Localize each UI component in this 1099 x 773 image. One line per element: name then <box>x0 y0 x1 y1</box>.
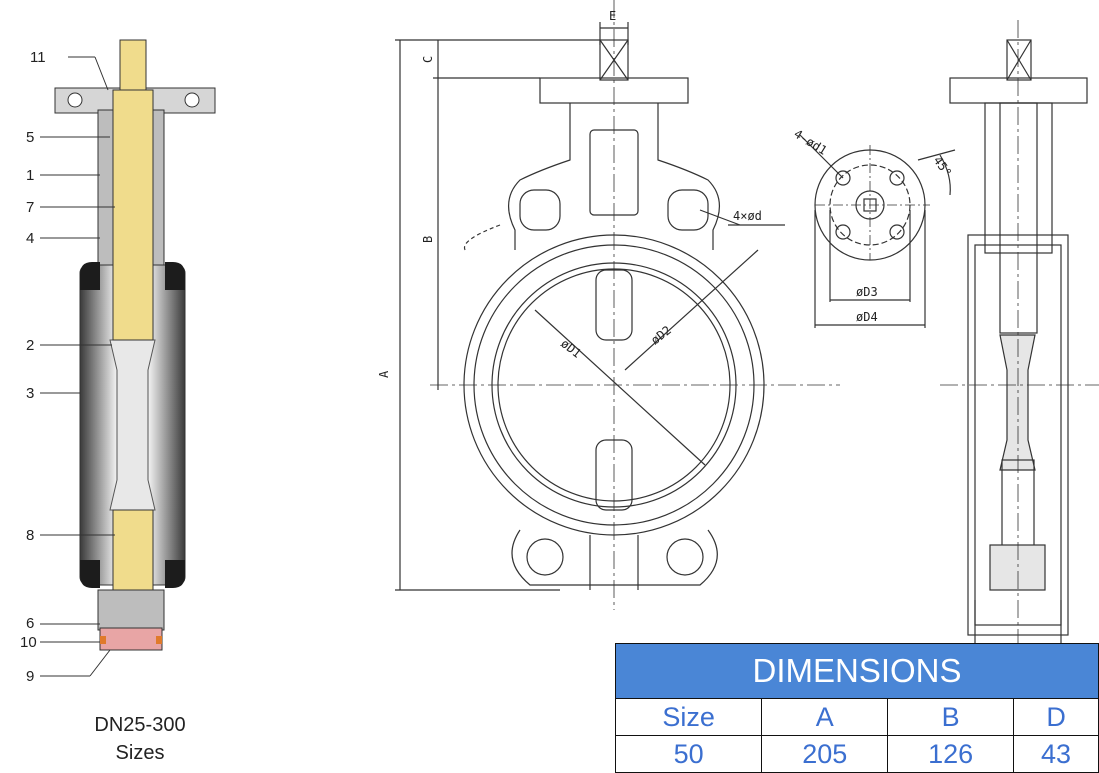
side-section-view <box>940 20 1099 665</box>
part-number-2: 2 <box>26 337 34 354</box>
dim-label-holes: 4×ød <box>733 209 762 223</box>
dim-label-d4: øD4 <box>856 310 878 324</box>
header-a: A <box>761 698 889 736</box>
part-number-4: 4 <box>26 230 34 247</box>
part-number-5: 5 <box>26 129 34 146</box>
top-flange-view <box>799 134 956 328</box>
part-number-3: 3 <box>26 385 34 402</box>
header-b: B <box>887 698 1015 736</box>
dim-label-d1-holes: 4-ød1 <box>791 127 829 158</box>
part-number-7: 7 <box>26 199 34 216</box>
dimensions-table: DIMENSIONS Size A B D 50 205 126 43 <box>614 643 1099 773</box>
header-d: D <box>1013 698 1099 736</box>
table-title: DIMENSIONS <box>615 643 1099 699</box>
dim-label-b: B <box>421 236 435 243</box>
dim-label-angle: 45° <box>931 154 955 180</box>
dim-label-d2: øD2 <box>648 323 674 347</box>
part-number-8: 8 <box>26 527 34 544</box>
caption-size-range: DN25-300 <box>94 714 186 736</box>
caption-sizes: Sizes <box>115 742 165 764</box>
table-header-row: Size A B D <box>614 698 1099 736</box>
part-number-labels: 11 5 1 7 4 2 3 8 6 10 9 <box>20 49 46 685</box>
left-section-view <box>40 39 216 677</box>
header-size: Size <box>614 698 763 736</box>
dim-label-a: A <box>377 370 391 378</box>
front-view <box>395 0 840 610</box>
part-number-9: 9 <box>26 668 34 685</box>
part-number-11: 11 <box>30 49 46 66</box>
dim-label-d3: øD3 <box>856 285 878 299</box>
part-number-10: 10 <box>20 634 37 651</box>
part-number-1: 1 <box>26 167 34 184</box>
dim-label-d1: øD1 <box>558 336 584 360</box>
dim-label-c: C <box>421 56 435 63</box>
dim-label-e: E <box>609 9 616 23</box>
front-view-labels: A B C E øD1 øD2 4×ød <box>377 9 762 378</box>
part-number-6: 6 <box>26 615 34 632</box>
